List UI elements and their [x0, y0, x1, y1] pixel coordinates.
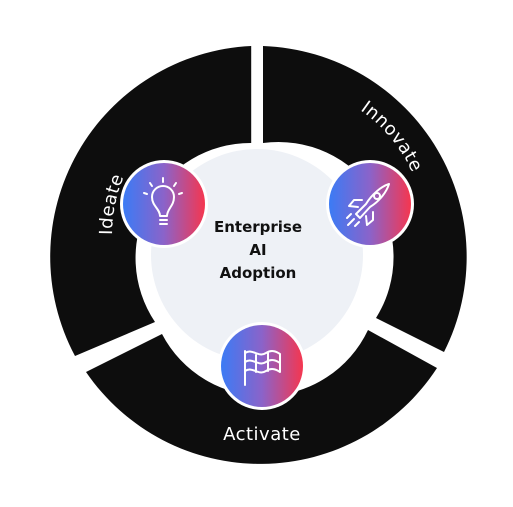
lightbulb-icon [143, 177, 183, 225]
center-title: Enterprise AI Adoption [178, 216, 338, 285]
flag-icon [244, 350, 281, 386]
segment-ideate [50, 46, 252, 356]
ideate-badge [120, 160, 208, 248]
center-title-line-1: Enterprise [213, 218, 303, 236]
segment-label-activate: Activate [223, 424, 301, 445]
rocket-icon [346, 183, 390, 227]
innovate-badge [326, 160, 414, 248]
center-title-line-3: Adoption [219, 264, 297, 282]
segment-innovate [263, 46, 467, 352]
activate-badge [218, 322, 306, 410]
center-title-line-2: AI [249, 241, 267, 259]
